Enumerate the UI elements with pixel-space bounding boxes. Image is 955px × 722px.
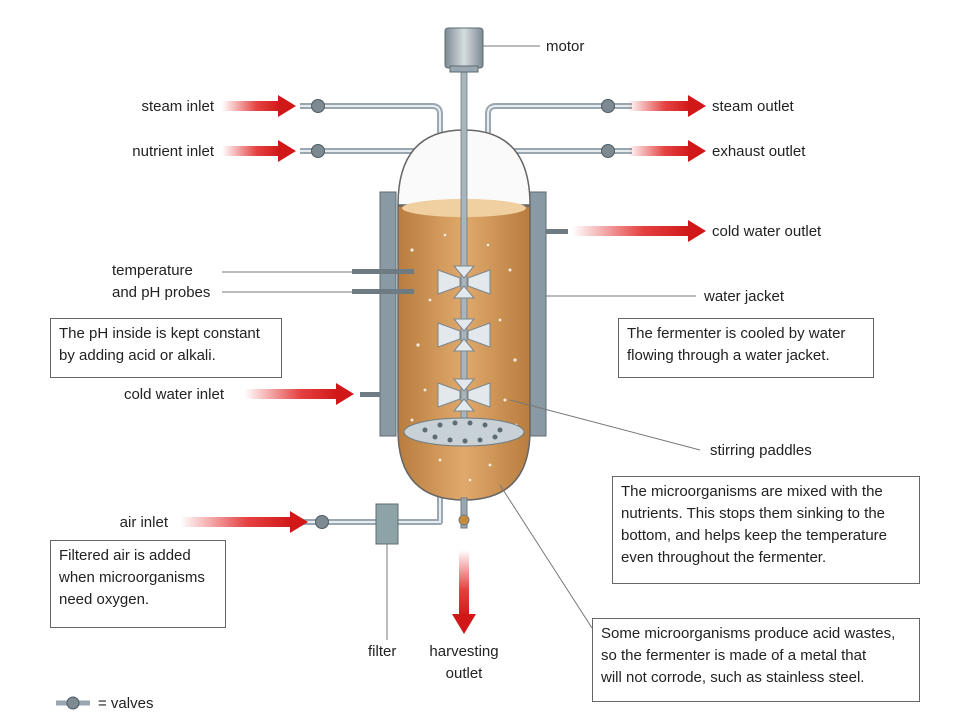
steam-inlet-label: steam inlet <box>141 98 214 115</box>
flow-arrows <box>180 95 706 634</box>
stirring-paddles <box>437 265 491 412</box>
stirring-paddles-label: stirring paddles <box>710 442 812 459</box>
water-jacket-label: water jacket <box>703 288 785 305</box>
cold-water-outlet-label: cold water outlet <box>712 223 822 240</box>
air-sparger <box>403 417 525 447</box>
air-inlet-arrow <box>180 511 308 533</box>
air-note: Filtered air is added when microorganism… <box>50 540 226 628</box>
temperature-label: temperature <box>112 262 193 279</box>
filter-label: filter <box>368 643 396 660</box>
harvesting-label: harvesting <box>429 643 498 660</box>
valves-legend-label: = valves <box>98 695 153 712</box>
air-bubbles <box>410 233 518 482</box>
exhaust-outlet-arrow <box>628 140 706 162</box>
harvesting-arrow <box>452 550 476 634</box>
stirrer-shaft <box>460 69 468 431</box>
cooling-note: The fermenter is cooled by water flowing… <box>618 318 874 378</box>
valves <box>311 99 615 529</box>
exhaust-outlet-label: exhaust outlet <box>712 143 806 160</box>
steam-inlet-arrow <box>222 95 296 117</box>
motor <box>444 27 484 73</box>
steam-outlet-arrow <box>628 95 706 117</box>
water-jacket-left <box>379 191 397 437</box>
nutrient-inlet-arrow <box>222 140 296 162</box>
cold-water-inlet-arrow <box>244 383 354 405</box>
leader-lines <box>222 45 701 629</box>
nutrient-inlet-label: nutrient inlet <box>132 143 215 160</box>
motor-label: motor <box>546 38 584 55</box>
corrosion-note: Some microorganisms produce acid wastes,… <box>592 618 920 702</box>
cold-water-inlet-port <box>360 392 380 397</box>
ph-note: The pH inside is kept constant by adding… <box>50 318 282 378</box>
cold-water-inlet-label: cold water inlet <box>124 386 225 403</box>
outlet-label: outlet <box>446 665 484 682</box>
air-inlet-label: air inlet <box>120 514 169 531</box>
mixing-note: The microorganisms are mixed with the nu… <box>612 476 920 584</box>
cold-water-outlet-arrow <box>572 220 706 242</box>
steam-outlet-label: steam outlet <box>712 98 795 115</box>
valve-legend-icon <box>56 696 90 710</box>
harvesting-pipe <box>460 497 468 529</box>
ph-probes-label: and pH probes <box>112 284 210 301</box>
air-filter <box>375 503 399 545</box>
cold-water-outlet-port <box>546 229 568 234</box>
harvesting-valve <box>458 514 470 526</box>
water-jacket-right <box>529 191 547 437</box>
temperature-ph-probes <box>352 269 414 294</box>
